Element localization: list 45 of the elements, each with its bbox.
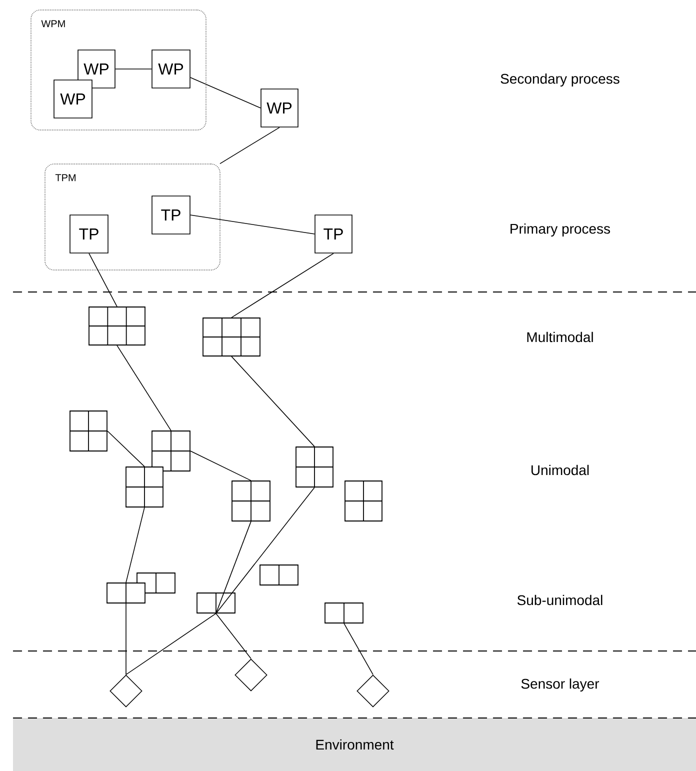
process-box: WP <box>54 80 92 118</box>
sensor-diamond <box>356 674 390 708</box>
process-box: WP <box>152 50 190 88</box>
connector-line <box>231 253 334 318</box>
grid-box <box>88 306 146 346</box>
grid-box <box>126 466 164 508</box>
sensor-diamond <box>110 674 142 708</box>
process-box: TP <box>152 196 190 234</box>
sensor-diamond <box>234 658 268 692</box>
connector-line <box>220 127 280 164</box>
process-box: TP <box>70 214 108 254</box>
connector-line <box>126 613 216 675</box>
connector-line <box>231 356 315 447</box>
grid-box <box>344 480 382 522</box>
connector-line <box>344 623 374 675</box>
grid-box <box>196 592 236 614</box>
layer-label: Multimodal <box>527 332 593 342</box>
connector-line <box>216 487 315 614</box>
grid-box <box>232 480 270 522</box>
connector-line <box>126 507 145 583</box>
grid-box <box>106 582 146 604</box>
connector-line <box>88 253 118 307</box>
connector-line <box>216 613 252 659</box>
grid-box <box>70 410 108 452</box>
grid-box <box>296 446 334 488</box>
grid-box <box>152 430 190 472</box>
layer-label: Sensor layer <box>521 678 600 692</box>
connector-line <box>216 521 252 614</box>
connector-line <box>115 68 152 70</box>
process-box: WP <box>78 50 116 88</box>
environment-band: Environment <box>13 718 696 771</box>
process-box: WP <box>260 88 298 128</box>
process-box: TP <box>314 214 352 254</box>
connector-line <box>107 430 145 467</box>
layer-label: Sub-unimodal <box>517 594 602 606</box>
layer-label: Unimodal <box>532 464 589 476</box>
grid-box <box>260 564 298 586</box>
grid-box <box>324 602 364 624</box>
connector-line <box>190 214 315 234</box>
connector-line <box>116 345 172 431</box>
layer-label: Primary process <box>510 223 610 237</box>
grid-box <box>202 318 260 356</box>
connector-line <box>190 450 252 481</box>
layer-label: Secondary process <box>500 73 620 87</box>
connector-line <box>190 77 261 108</box>
